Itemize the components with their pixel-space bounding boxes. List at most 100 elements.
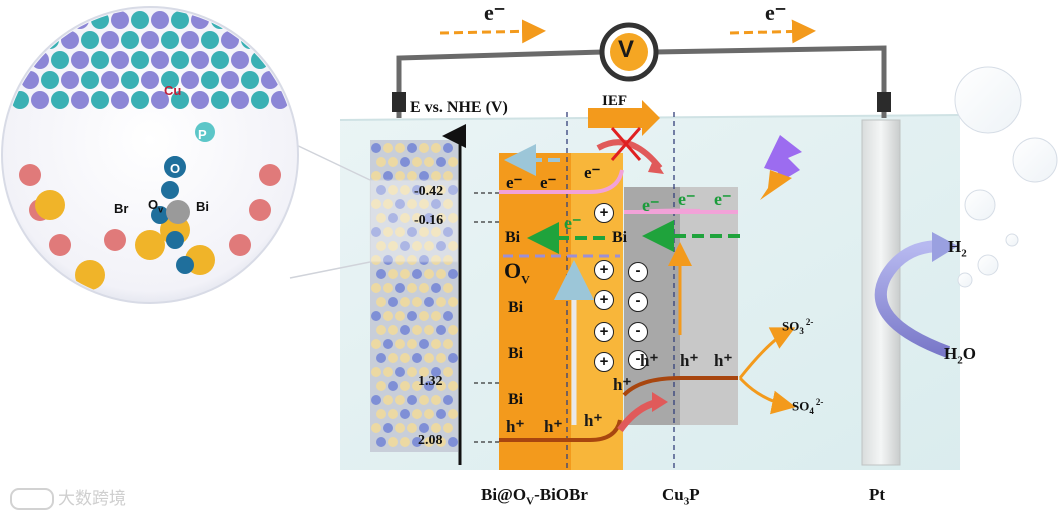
crystal-atom [371, 423, 381, 433]
inset-atom [121, 71, 139, 89]
crystal-atom [419, 171, 429, 181]
positive-charge-1: + [594, 203, 614, 223]
crystal-atom [431, 367, 441, 377]
crystal-atom [448, 381, 458, 391]
watermark-logo-icon [10, 488, 54, 510]
crystal-atom [388, 269, 398, 279]
inset-atom [41, 71, 59, 89]
crystal-atom [371, 339, 381, 349]
crystal-atom [395, 423, 405, 433]
crystal-atom [412, 325, 422, 335]
bi-label-1: Bi [508, 299, 524, 316]
crystal-atom [407, 199, 417, 209]
crystal-atom [376, 409, 386, 419]
inset-atom [195, 122, 215, 142]
crystal-atom [371, 171, 381, 181]
inset-atom [231, 51, 249, 69]
crystal-atom [388, 409, 398, 419]
crystal-atom [424, 381, 434, 391]
light-icon [764, 135, 802, 188]
crystal-atom [412, 437, 422, 447]
crystal-atom [383, 395, 393, 405]
inset-atom [161, 71, 179, 89]
inset-atom [91, 51, 109, 69]
inset-atom [181, 31, 199, 49]
inset-atom [171, 91, 189, 109]
crystal-atom [400, 381, 410, 391]
inset-atom [51, 11, 69, 29]
inset-atom [91, 91, 109, 109]
inset-atom [229, 234, 251, 256]
inset-atom [75, 260, 105, 290]
energy-level-1: -0.42 [414, 184, 444, 199]
crystal-atom [424, 157, 434, 167]
crystal-atom [395, 339, 405, 349]
inset-atom [141, 71, 159, 89]
positive-charge-5: + [594, 352, 614, 372]
crystal-atom [431, 255, 441, 265]
crystal-atom [395, 143, 405, 153]
crystal-atom [412, 213, 422, 223]
inset-atom [281, 71, 296, 89]
cu3p-band [680, 187, 738, 425]
crystal-atom [376, 297, 386, 307]
crystal-atom [388, 437, 398, 447]
inset-atom [101, 31, 119, 49]
inset-o-label: O [170, 161, 181, 176]
cu3p-cb-electron-1: e⁻ [642, 195, 660, 215]
inset-atom [271, 51, 289, 69]
cu3p-cb-curve [639, 208, 701, 214]
ov-label: OV [504, 258, 530, 287]
inset-atom [271, 11, 289, 29]
crystal-atom [424, 185, 434, 195]
axis-title: E vs. NHE (V) [410, 99, 508, 116]
crystal-atom [443, 423, 453, 433]
crystal-atom [371, 311, 381, 321]
crystal-atom [412, 297, 422, 307]
energy-level-2: -0.16 [414, 213, 444, 228]
crystal-atom [388, 325, 398, 335]
bi-label-3: Bi [508, 391, 524, 408]
cu3p-hole-2: h⁺ [640, 351, 659, 370]
crystal-atom [448, 297, 458, 307]
crystal-atom [431, 171, 441, 181]
crystal-atom [443, 395, 453, 405]
crystal-atom [436, 325, 446, 335]
crystal-atom [383, 311, 393, 321]
crystal-atom [376, 241, 386, 251]
cu3p-hole-1: h⁺ [613, 375, 632, 394]
inset-atom [221, 71, 239, 89]
crystal-atom [388, 381, 398, 391]
crystal-atom [400, 437, 410, 447]
blocked-x-icon [610, 127, 642, 161]
crystal-atom [448, 157, 458, 167]
photoanode-crystal [370, 140, 458, 452]
sulfate-label: SO42- [792, 397, 824, 416]
inset-atom [161, 181, 179, 199]
inset-atom [111, 11, 129, 29]
inset-atom [31, 11, 49, 29]
crystal-atom [407, 367, 417, 377]
bioBr-cb-electron-1: e⁻ [506, 173, 523, 192]
inset-atom [161, 31, 179, 49]
inset-atom [211, 51, 229, 69]
bioBr-cb-electron-3: e⁻ [584, 163, 601, 182]
crystal-atom [407, 143, 417, 153]
crystal-atom [395, 367, 405, 377]
crystal-atom [395, 395, 405, 405]
crystal-atom [419, 199, 429, 209]
electron-flow-arrow-left [439, 19, 546, 44]
crystal-atom [388, 157, 398, 167]
inset-atom [51, 51, 69, 69]
electron-label-left: e⁻ [484, 0, 506, 25]
crystal-atom [400, 157, 410, 167]
crystal-atom [431, 283, 441, 293]
energy-level-4: 2.08 [418, 433, 443, 448]
bioBr-cb-electron-2: e⁻ [540, 173, 557, 192]
crystal-atom [419, 143, 429, 153]
crystal-atom [424, 213, 434, 223]
crystal-atom [419, 339, 429, 349]
positive-charge-2: + [594, 260, 614, 280]
negative-charge-2: - [628, 292, 648, 312]
